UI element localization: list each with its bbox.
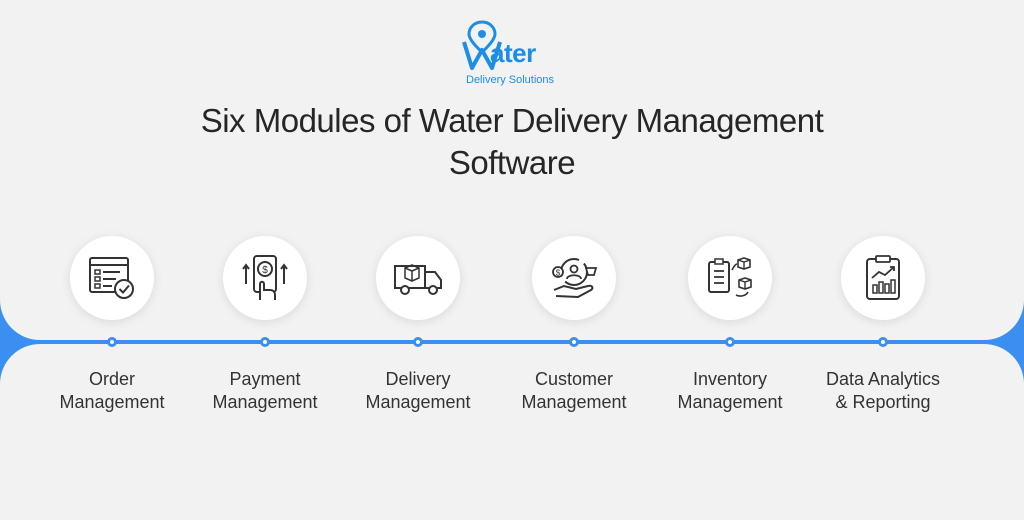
module-label-line-1: Payment (229, 369, 301, 389)
module-label-line-1: Order (88, 369, 135, 389)
payment-phone-icon: $ (242, 255, 288, 300)
inventory-boxes-icon (708, 257, 752, 297)
module-label: Customer Management (494, 368, 654, 414)
title-line-2: Software (448, 144, 576, 181)
timeline-dot (569, 337, 579, 347)
module-label-line-2: Management (212, 392, 318, 412)
module-label: Inventory Management (650, 368, 810, 414)
module-icon-circle (841, 236, 925, 320)
timeline-dot (107, 337, 117, 347)
svg-text:$: $ (262, 265, 268, 276)
module-label-line-1: Inventory (692, 369, 768, 389)
module-label-line-1: Customer (534, 369, 614, 389)
customer-care-icon: $ (552, 258, 598, 299)
module-label-line-2: Management (677, 392, 783, 412)
timeline-dot (413, 337, 423, 347)
brand-logo: ater Delivery Solutions (462, 18, 566, 90)
logo-wordmark: ater (490, 38, 536, 68)
module-label-line-2: Management (365, 392, 471, 412)
timeline (0, 337, 1024, 347)
module-label: Delivery Management (338, 368, 498, 414)
module-label: Data Analytics & Reporting (803, 368, 963, 414)
logo-subtitle: Delivery Solutions (466, 74, 555, 86)
analytics-clipboard-icon (866, 255, 900, 300)
module-icon-circle: $ (532, 236, 616, 320)
module-icon-circle (70, 236, 154, 320)
svg-text:$: $ (556, 269, 561, 278)
order-checklist-icon (89, 257, 134, 299)
module-icon-circle (376, 236, 460, 320)
module-label: Payment Management (185, 368, 345, 414)
timeline-dot (260, 337, 270, 347)
module-label-line-2: & Reporting (835, 392, 931, 412)
module-label: Order Management (32, 368, 192, 414)
timeline-dot (878, 337, 888, 347)
page-title: Six Modules of Water Delivery Management… (112, 100, 912, 184)
title-line-1: Six Modules of Water Delivery Management (200, 102, 824, 139)
module-label-line-1: Data Analytics (825, 369, 941, 389)
timeline-dot (725, 337, 735, 347)
timeline-line (48, 341, 976, 343)
delivery-truck-icon (394, 264, 442, 295)
module-label-line-2: Management (521, 392, 627, 412)
module-icon-circle: $ (223, 236, 307, 320)
module-label-line-1: Delivery (385, 369, 451, 389)
module-icon-circle (688, 236, 772, 320)
map-pin-w-icon (462, 20, 502, 70)
module-label-line-2: Management (59, 392, 165, 412)
bottom-panel (0, 344, 1024, 520)
